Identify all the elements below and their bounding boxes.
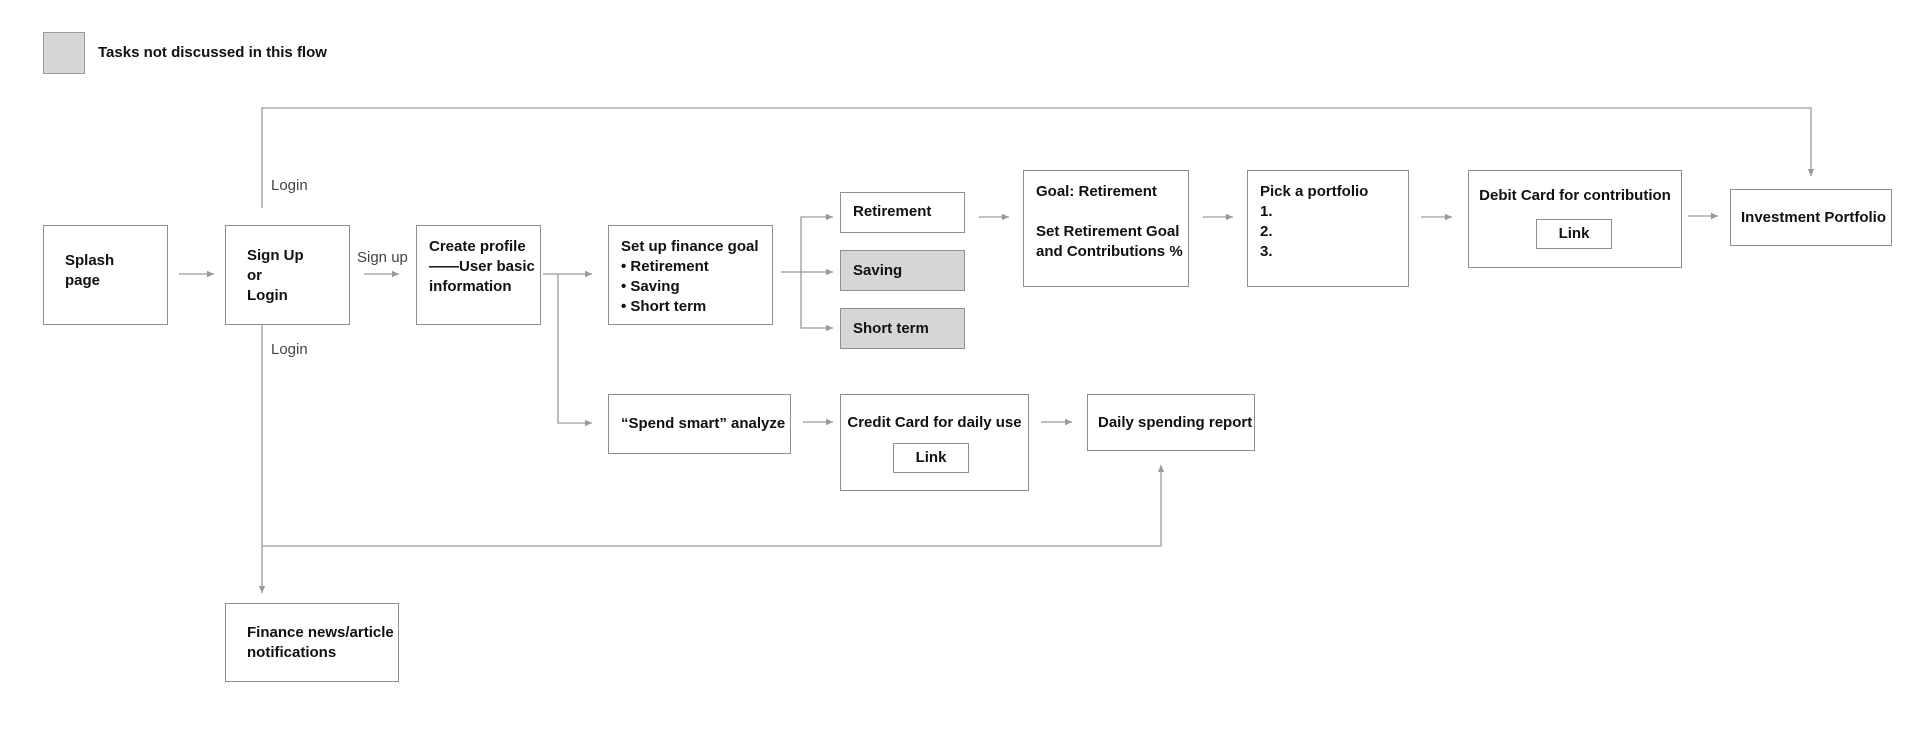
debit-link-button[interactable]: Link [1536,219,1612,249]
node-label: Credit Card for daily use [847,414,1022,431]
node-label: Sign Up or Login [247,247,304,304]
node-credit-card: Credit Card for daily use Link [840,394,1029,491]
edge-label-login-top: Login [271,177,308,194]
node-label: Debit Card for contribution [1479,187,1671,204]
node-retirement: Retirement [840,192,965,233]
node-label: Saving [853,262,903,279]
credit-link-button[interactable]: Link [893,443,969,473]
edge-label-sign-up: Sign up [357,249,408,266]
node-daily-spending-report: Daily spending report [1087,394,1255,451]
node-label: Create profile ——User basic information [429,238,535,295]
node-pick-portfolio: Pick a portfolio 1. 2. 3. [1247,170,1409,287]
node-investment-portfolio: Investment Portfolio [1730,189,1892,246]
node-spacer [1036,202,1183,222]
node-label: Goal: Retirement [1036,183,1157,200]
arrow-goal-to-short-term [800,272,833,332]
node-label: “Spend smart” analyze [621,415,786,432]
edge-label-login-bottom: Login [271,341,308,358]
node-label: Short term [853,320,929,337]
node-label: Splash page [65,252,115,289]
node-label: Pick a portfolio [1260,183,1369,200]
node-label: Retirement [853,203,932,220]
node-goal-retirement: Goal: Retirement Set Retirement Goal and… [1023,170,1189,287]
arrow-login-to-investment [261,107,1815,208]
legend-label: Tasks not discussed in this flow [98,44,327,61]
node-short-term: Short term [840,308,965,349]
node-saving: Saving [840,250,965,291]
node-label: Daily spending report [1098,414,1253,431]
node-label: Set up finance goal [621,238,759,255]
node-label: Investment Portfolio [1741,209,1887,226]
legend-swatch [43,32,85,74]
node-detail: Set Retirement Goal [1036,223,1180,240]
node-spend-smart: “Spend smart” analyze [608,394,791,454]
portfolio-option-2: 2. [1260,223,1273,240]
node-create-profile: Create profile ——User basic information [416,225,541,325]
node-debit-card: Debit Card for contribution Link [1468,170,1682,268]
node-finance-news: Finance news/article notifications [225,603,399,682]
arrow-goal-to-retirement [800,213,833,272]
goal-option-short-term: • Short term [621,298,707,315]
node-splash-page: Splash page [43,225,168,325]
node-label: Finance news/article notifications [247,624,394,661]
portfolio-option-1: 1. [1260,203,1273,220]
node-signup-login: Sign Up or Login [225,225,350,325]
portfolio-option-3: 3. [1260,243,1273,260]
goal-option-retirement: • Retirement [621,258,709,275]
goal-option-saving: • Saving [621,278,680,295]
node-detail: and Contributions % [1036,243,1183,260]
arrow-profile-to-spend-smart [557,274,592,427]
arrow-login-to-daily-report [262,465,1165,547]
node-finance-goal: Set up finance goal • Retirement • Savin… [608,225,773,325]
